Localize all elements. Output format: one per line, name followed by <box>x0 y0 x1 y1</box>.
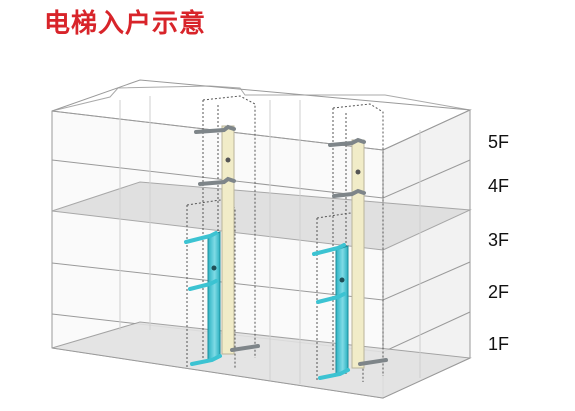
handle-3f-right <box>312 243 346 256</box>
elevator-beige-left <box>194 124 260 355</box>
handle-1f-left <box>190 354 222 366</box>
handle-1f-right-beige <box>358 358 388 366</box>
interior-walls <box>119 96 421 384</box>
handle-3f-left <box>184 231 218 244</box>
floor-label-3f: 3F <box>488 230 509 250</box>
handle-1f-right <box>318 368 350 380</box>
elevator-beige-right <box>328 137 388 369</box>
building-roof-outline <box>51 85 471 112</box>
handle-2f-right <box>316 292 346 304</box>
handle-4f-left <box>198 176 236 186</box>
handle-5f-left <box>194 124 236 134</box>
floor-label-1f: 1F <box>488 334 509 354</box>
floor-labels: 5F 4F 3F 2F 1F <box>488 132 509 354</box>
handle-4f-right <box>332 188 366 198</box>
handle-5f-right <box>328 137 366 147</box>
floor-label-2f: 2F <box>488 282 509 302</box>
elevator-cyan-right <box>312 243 350 380</box>
slab-5-4 <box>51 159 471 199</box>
handle-2f-left <box>188 279 218 291</box>
handle-1f-left-beige <box>230 344 260 352</box>
slab-ground <box>51 321 472 399</box>
page-title: 电梯入户示意 <box>44 9 207 39</box>
floor-label-5f: 5F <box>488 132 509 152</box>
slab-4-3 <box>51 181 472 251</box>
elevator-cyan-left <box>184 231 222 366</box>
slab-top <box>51 79 472 151</box>
floor-label-4f: 4F <box>488 176 509 196</box>
